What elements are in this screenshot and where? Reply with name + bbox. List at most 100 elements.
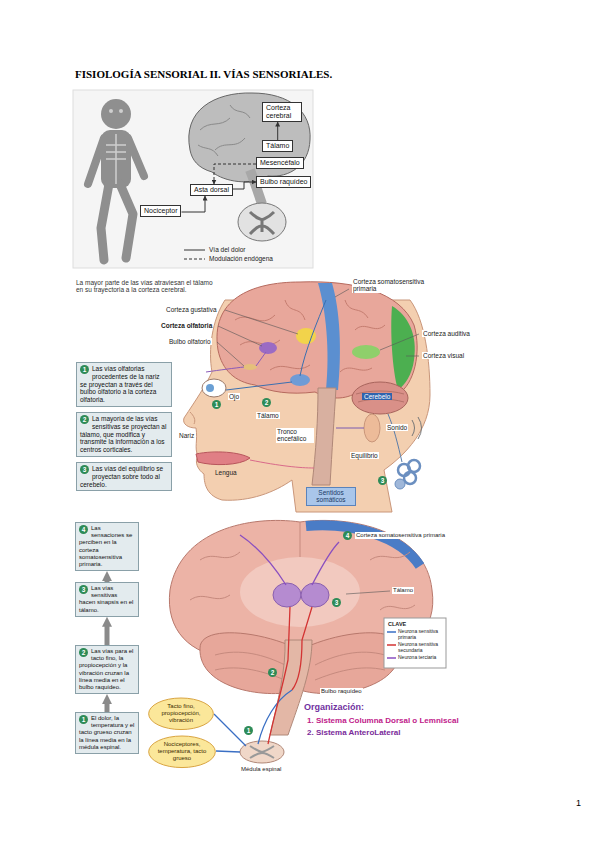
box-text: Nociceptores, temperatura, tacto grueso [157,741,207,763]
leader-line [346,591,390,594]
eye [202,379,226,397]
leader-lines [335,289,349,297]
pain-figure [73,90,313,268]
callout-number: 2 [262,398,271,407]
callout-number: 4 [343,531,352,540]
spinal-cord-section [240,741,284,763]
box-text: Las vías del equilibrio se proyectan sob… [80,465,168,488]
part-label: Corteza gustativa [165,306,218,313]
part-label: Equilibrio [350,452,379,459]
child-figure [88,138,104,184]
child-figure [109,109,113,113]
callout-number: 3 [80,465,89,474]
pathway-lines [312,542,339,585]
box-text: Corteza cerebral [266,104,298,120]
cerebellum [352,382,408,414]
inner-ear [404,472,416,484]
brain-side [235,300,385,372]
structure-box: Mesencéfalo [256,157,304,169]
brain-side [217,282,417,398]
nerve-lines [250,460,314,468]
structure-box: Asta dorsal [190,184,233,196]
nostril [190,412,195,424]
flow-arrow [105,702,110,712]
pathway-connector [214,164,256,184]
pathway-lines [216,751,240,752]
brainstem [312,388,336,485]
flow-arrow [105,625,110,645]
callout-number: 1 [212,400,221,409]
box-text: Nociceptor [144,207,177,215]
nerve-lines [300,300,326,376]
box-text: Asta dorsal [194,186,229,194]
leader-lines [217,342,244,366]
nerve-lines [226,382,292,390]
figure-ground [73,90,313,268]
coronal-figure [169,520,446,763]
sound-waves [412,417,422,439]
part-label: Lengua [215,469,237,476]
spinal-cord-section [240,741,284,763]
inner-ear [395,460,420,489]
key-box [384,618,446,668]
brain-side [259,342,277,354]
callout-number: 2 [80,415,89,424]
callout-number: 1 [79,715,88,724]
box-text: El dolor, la temperatura y el tacto grue… [79,715,135,751]
legend-text: Vía del dolor [209,246,246,253]
step-box: 1El dolor, la temperatura y el tacto gru… [75,712,139,754]
callout-number: 1 [80,365,89,374]
legend-text: Neurona sensitiva primaria [398,629,444,641]
eye [202,379,226,397]
part-label: Bulbo raquídeo [320,688,363,695]
legend-line [387,657,396,659]
thalamus [301,583,329,607]
legend-line [184,250,205,251]
pathway-lines [258,690,292,744]
box-text: Tacto fino, propiocepción, vibración [157,703,205,725]
part-label: Tálamo [392,587,414,594]
leader-lines [406,356,419,357]
box-text: Las vías para el tacto fino, la propioce… [79,648,135,691]
part-label: 1. Sistema Columna Dorsal o Lemniscal [306,716,460,725]
pathway-lines [268,607,290,744]
legend-line [387,644,396,646]
part-label: 2. Sistema AnteroLateral [306,728,402,737]
callout-number: 3 [332,598,341,607]
part-label: Corteza olfatoria [160,322,213,329]
structure-box: Bulbo raquídeo [256,176,311,188]
nerve-lines [206,352,266,372]
part-label: Corteza somatosensitiva primaria [355,532,446,539]
sense-box: Sentidos somáticos [306,487,356,506]
spinal-cord-section [238,203,286,241]
cerebellum [352,382,408,414]
spinal-cord-section [250,212,274,234]
brain-drawing [198,105,250,156]
cerebellum [356,391,404,402]
part-label: Corteza visual [422,352,465,359]
brain-side [391,306,415,390]
structure-box: Tálamo [262,140,293,152]
leader-lines [217,289,419,366]
part-label: Nariz [178,432,195,439]
part-label: Corteza somatosensitiva primaria [352,278,442,293]
child-figure [106,134,126,184]
part-label: Tálamo [256,412,280,419]
brain-side [352,345,380,359]
box-text: Sentidos somáticos [310,489,352,504]
nerve-lines [336,428,364,429]
head-figure [184,282,430,512]
brain-side [217,282,417,398]
pathway-lines [214,714,246,746]
receptor-oval: Nociceptores, temperatura, tacto grueso [148,735,216,769]
leader-lines [225,310,298,334]
pathway-connector [233,182,256,189]
nerve-lines [388,414,402,462]
nerve-lines [206,300,402,468]
child-figure [119,109,123,113]
leader-lines [380,334,419,350]
part-label: Bulbo olfatorio [168,338,212,345]
callout-number: 1 [244,726,253,735]
part-label: Cerebelo [362,393,392,400]
